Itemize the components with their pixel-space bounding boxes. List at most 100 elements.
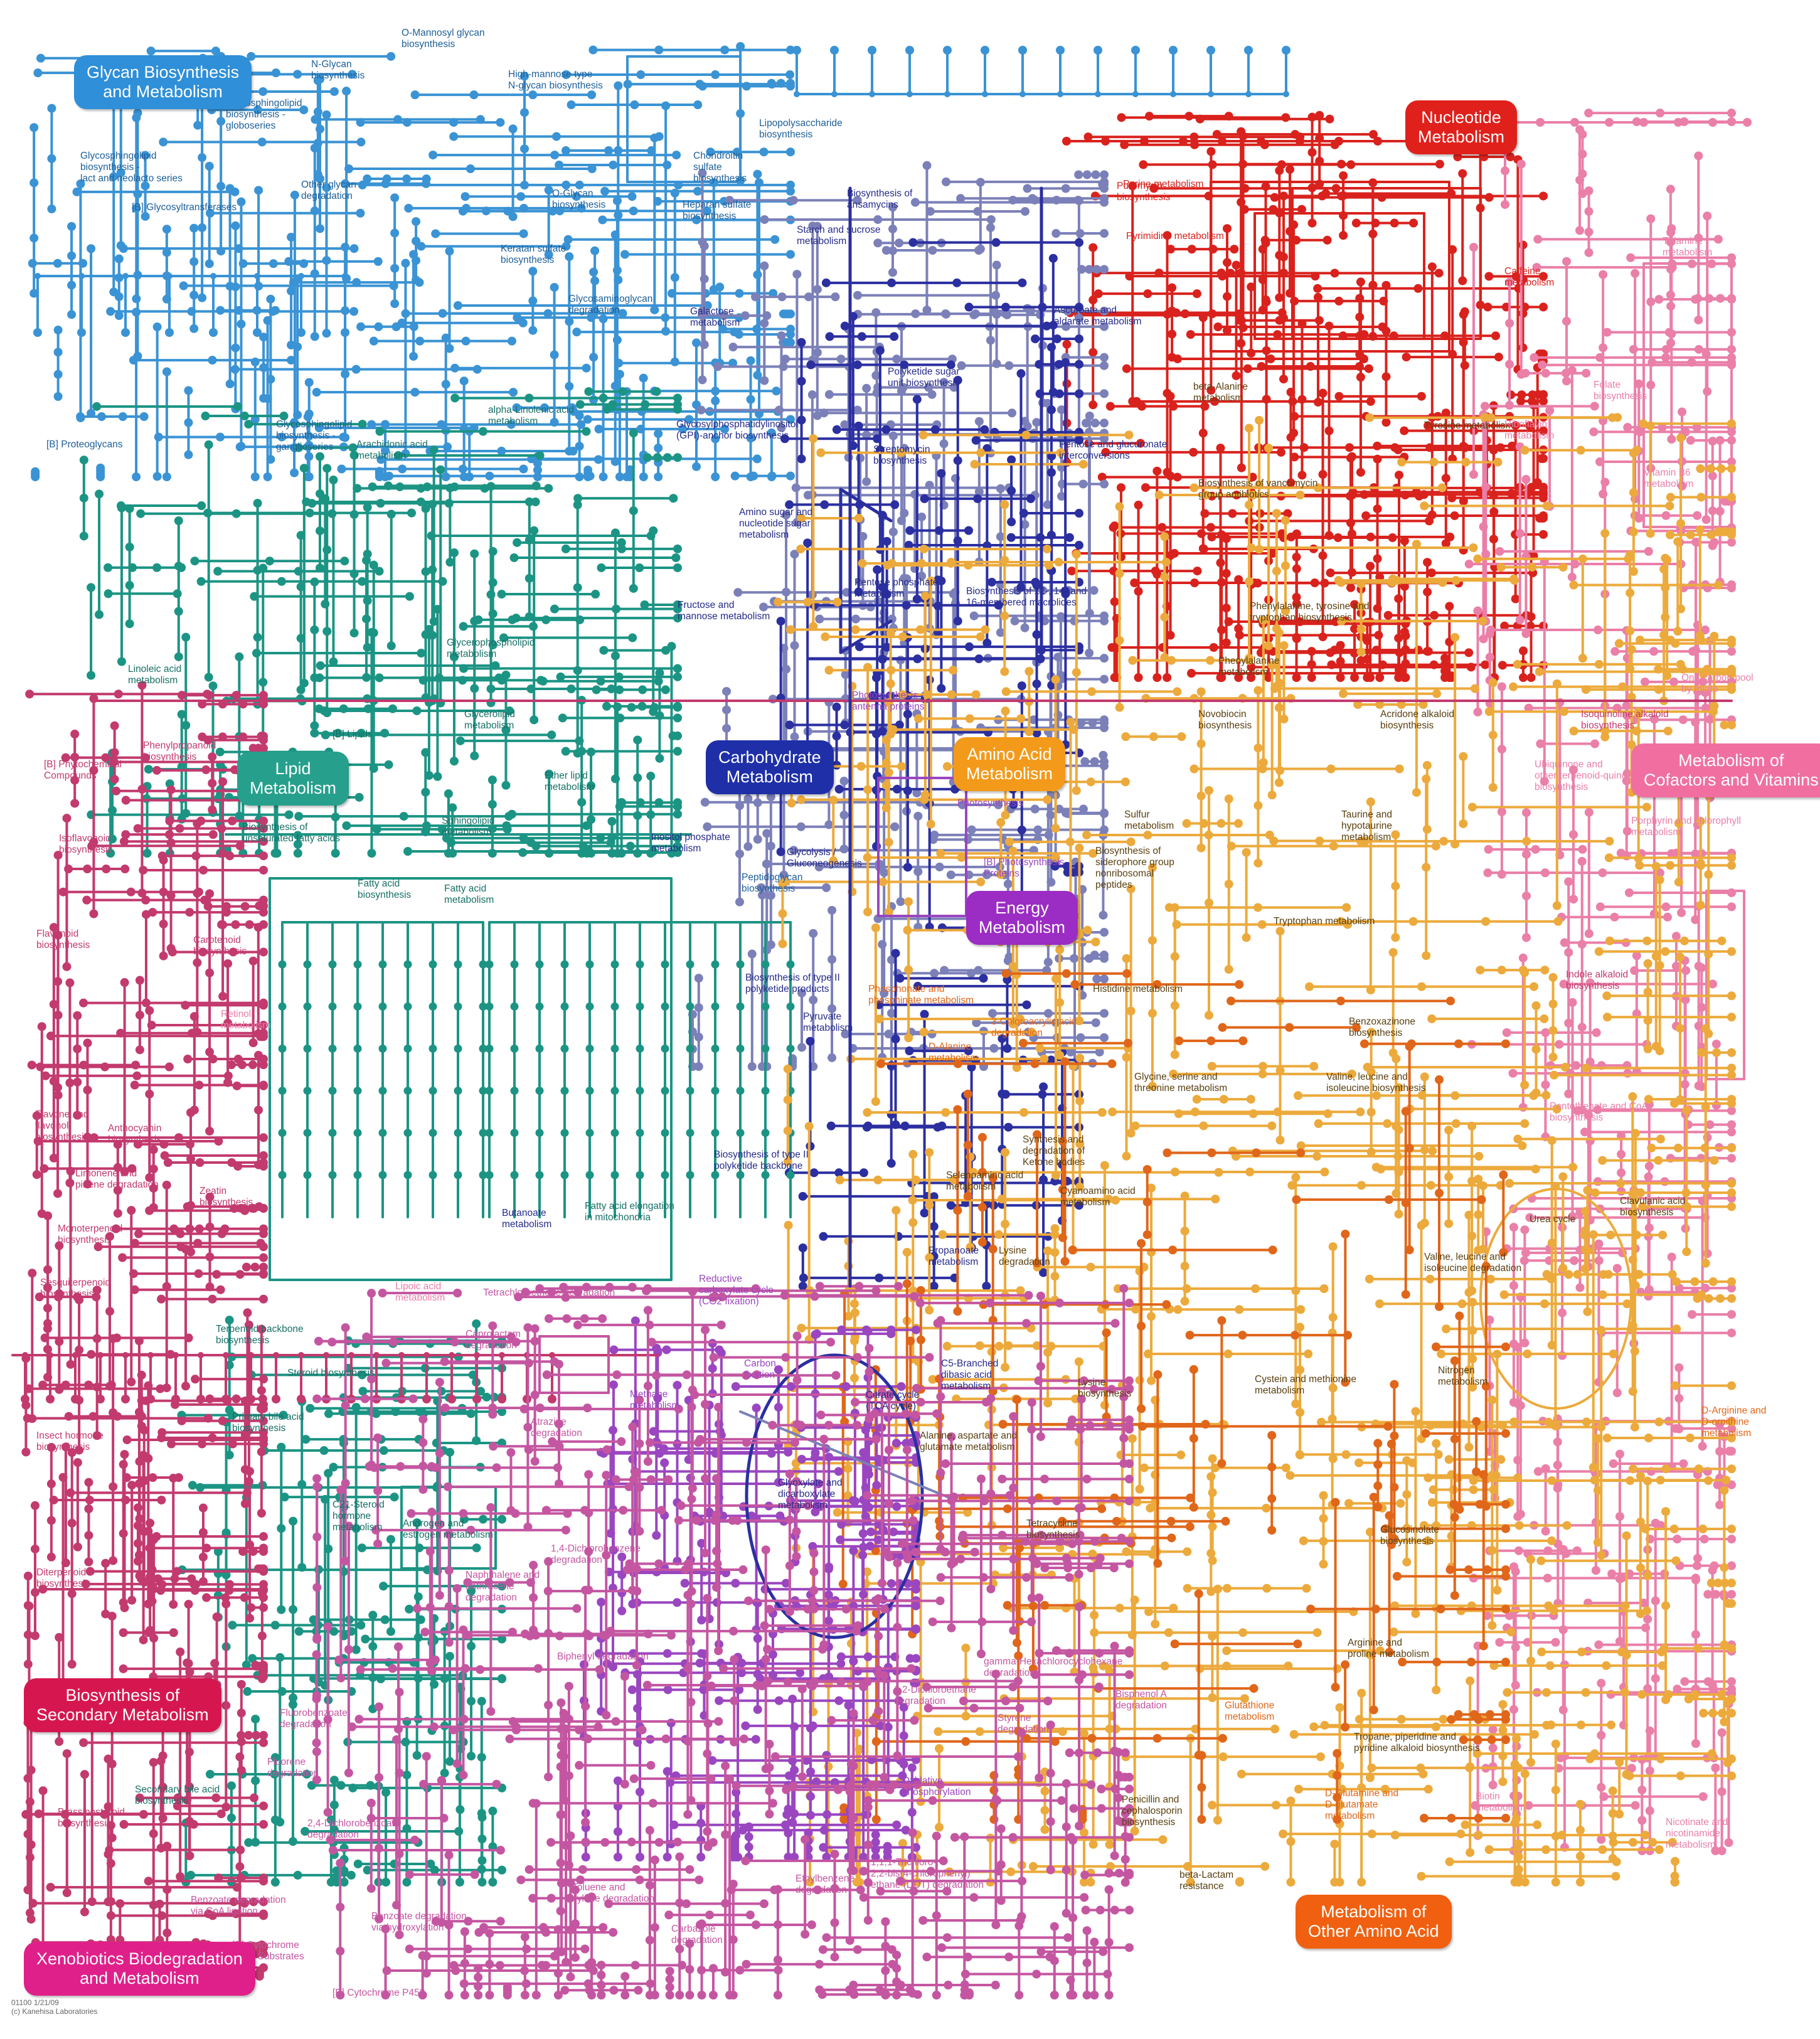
compound-node (1466, 1848, 1475, 1857)
compound-node (610, 1087, 619, 1095)
compound-node (1669, 1525, 1679, 1534)
compound-node (786, 309, 795, 319)
compound-node (441, 380, 450, 389)
compound-node (1515, 529, 1525, 538)
compound-node (1533, 235, 1543, 244)
compound-node (1085, 609, 1094, 618)
compound-node (1413, 646, 1423, 655)
compound-node (692, 462, 701, 471)
compound-node (761, 1044, 770, 1053)
compound-node (190, 556, 200, 566)
compound-node (438, 577, 447, 586)
compound-node (510, 1129, 519, 1137)
compound-node (1473, 606, 1482, 615)
compound-node (561, 242, 571, 251)
compound-node (278, 1087, 287, 1095)
compound-node (711, 1002, 720, 1011)
compound-node (1366, 797, 1375, 807)
compound-node (1637, 1786, 1647, 1795)
compound-node (535, 1087, 544, 1095)
compound-node (67, 251, 77, 260)
compound-node (1031, 577, 1040, 587)
compound-node (1232, 260, 1241, 270)
compound-node (1062, 322, 1071, 331)
compound-node (254, 282, 263, 291)
compound-node (1217, 626, 1227, 635)
compound-node (1509, 1281, 1518, 1291)
compound-node (358, 1387, 368, 1396)
compound-node (1095, 91, 1101, 97)
compound-node (253, 328, 262, 337)
compound-node (501, 670, 511, 679)
compound-node (1705, 715, 1715, 724)
compound-node (1655, 868, 1664, 878)
compound-node (834, 1168, 844, 1178)
compound-node (1171, 308, 1181, 317)
compound-node (430, 1680, 439, 1689)
compound-node (252, 649, 261, 658)
compound-node (1160, 532, 1169, 541)
compound-node (422, 821, 431, 831)
compound-node (1092, 974, 1102, 984)
compound-node (1646, 380, 1656, 390)
compound-node (538, 676, 548, 686)
compound-node (1661, 511, 1671, 520)
compound-node (472, 1319, 481, 1328)
compound-node (575, 442, 584, 451)
compound-node (890, 500, 900, 509)
compound-node (565, 317, 574, 326)
compound-node (362, 556, 371, 565)
compound-node (1539, 191, 1548, 201)
compound-node (935, 862, 944, 871)
compound-node (1152, 466, 1162, 476)
compound-node (132, 203, 141, 213)
compound-node (1727, 583, 1736, 593)
compound-node (1018, 46, 1027, 55)
compound-node (1100, 674, 1109, 684)
compound-node (1200, 402, 1210, 411)
compound-node (266, 294, 275, 304)
compound-node (1356, 467, 1365, 477)
compound-node (650, 133, 659, 142)
compound-node (1654, 1417, 1664, 1427)
compound-node (832, 702, 841, 711)
compound-node (866, 602, 875, 612)
compound-node (125, 542, 134, 551)
compound-node (1698, 677, 1708, 686)
compound-node (1559, 979, 1568, 989)
compound-node (798, 1243, 807, 1252)
compound-node (1144, 112, 1154, 121)
compound-node (1533, 1467, 1543, 1476)
compound-node (485, 1129, 494, 1137)
compound-node (390, 193, 400, 203)
compound-node (878, 582, 887, 592)
compound-node (1062, 808, 1071, 817)
compound-node (277, 1687, 287, 1696)
compound-node (1520, 1225, 1530, 1235)
compound-node (477, 1813, 487, 1822)
compound-node (428, 565, 437, 575)
compound-node (265, 556, 274, 566)
compound-node (1539, 272, 1548, 281)
compound-node (1290, 452, 1299, 462)
compound-node (477, 1856, 487, 1865)
compound-node (329, 1462, 338, 1472)
compound-node (694, 974, 703, 983)
compound-node (1645, 1806, 1654, 1816)
compound-node (1221, 638, 1231, 647)
compound-node (920, 1208, 929, 1218)
compound-node (1132, 91, 1139, 97)
compound-node (1107, 642, 1117, 652)
compound-node (1474, 1830, 1483, 1839)
compound-node (862, 1122, 871, 1132)
compound-node (438, 309, 447, 318)
compound-node (460, 192, 470, 201)
compound-node (310, 144, 319, 153)
compound-node (794, 91, 800, 97)
compound-node (1394, 673, 1403, 682)
compound-node (1506, 1627, 1516, 1637)
compound-node (1677, 908, 1686, 917)
compound-node (398, 464, 407, 474)
compound-node (903, 863, 912, 872)
compound-node (487, 775, 497, 785)
